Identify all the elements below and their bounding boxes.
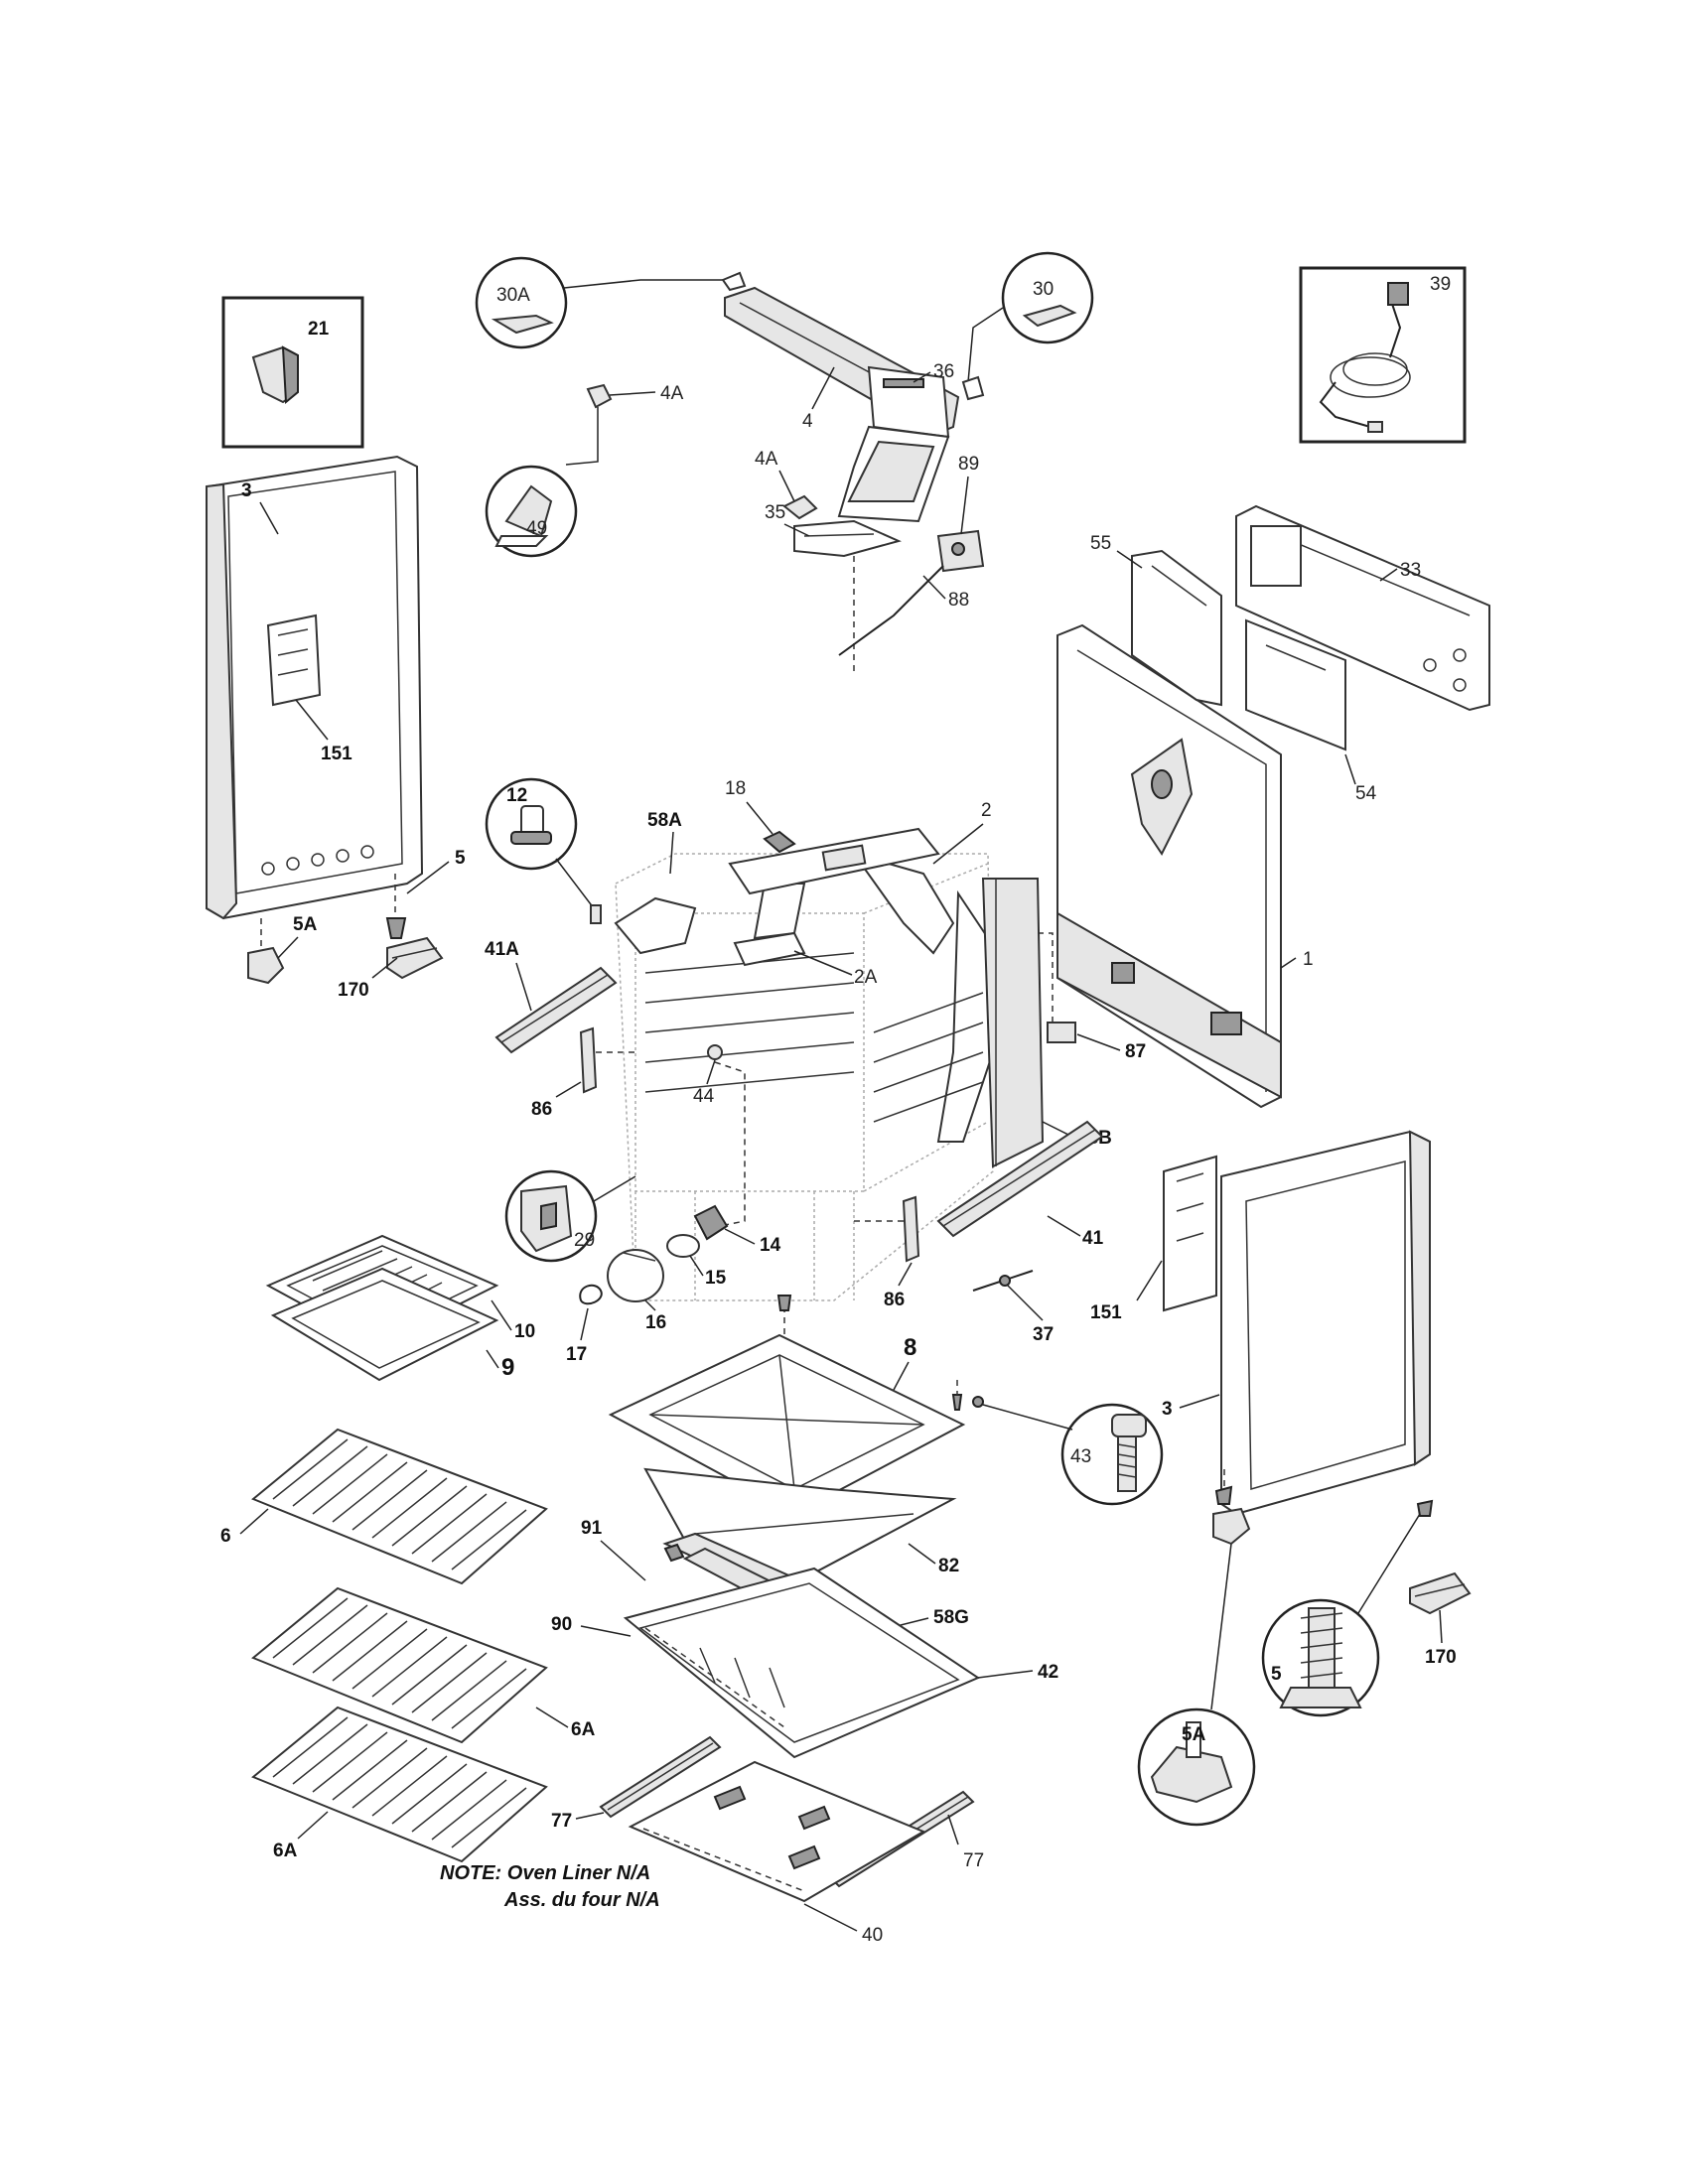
left-side-panel: 3 151 5 5A 170 bbox=[205, 455, 466, 1001]
label-17: 17 bbox=[566, 1344, 587, 1365]
label-151-right: 151 bbox=[1090, 1302, 1122, 1323]
label-86-a: 86 bbox=[531, 1099, 552, 1120]
label-5-right: 5 bbox=[1271, 1664, 1282, 1685]
label-35: 35 bbox=[765, 502, 785, 523]
label-44: 44 bbox=[693, 1086, 715, 1107]
label-90: 90 bbox=[551, 1614, 572, 1635]
label-3-right: 3 bbox=[1162, 1399, 1173, 1420]
label-37: 37 bbox=[1033, 1324, 1054, 1345]
label-4A-top: 4A bbox=[660, 383, 684, 404]
part-21-inset: 21 bbox=[221, 296, 364, 449]
label-91: 91 bbox=[581, 1518, 603, 1539]
label-4: 4 bbox=[802, 411, 813, 432]
oven-cavity: 58B 58A 2 18 2A 44 bbox=[614, 778, 1112, 1301]
label-54: 54 bbox=[1355, 783, 1377, 804]
label-55: 55 bbox=[1090, 533, 1111, 554]
label-2A: 2A bbox=[854, 967, 878, 988]
note-line-2: Ass. du four N/A bbox=[503, 1889, 660, 1911]
label-2: 2 bbox=[981, 800, 992, 821]
broiler-and-racks: 10 9 6 6A 6A bbox=[220, 1234, 596, 1863]
label-5-left: 5 bbox=[455, 848, 466, 869]
label-5A-right: 5A bbox=[1182, 1724, 1206, 1745]
label-58G: 58G bbox=[933, 1607, 969, 1628]
label-88: 88 bbox=[948, 590, 969, 611]
label-42: 42 bbox=[1038, 1662, 1058, 1683]
light-group: 29 14 15 16 17 bbox=[504, 1169, 781, 1365]
rear-panels: 1 33 54 55 87 bbox=[1038, 504, 1490, 1109]
label-6A-b: 6A bbox=[273, 1841, 298, 1861]
note-line-1: NOTE: Oven Liner N/A bbox=[440, 1862, 650, 1884]
label-77-b: 77 bbox=[963, 1850, 984, 1871]
label-8: 8 bbox=[904, 1334, 916, 1361]
label-33: 33 bbox=[1400, 560, 1421, 581]
label-170-left: 170 bbox=[338, 980, 369, 1001]
label-12: 12 bbox=[506, 785, 527, 806]
label-39: 39 bbox=[1430, 274, 1451, 295]
label-36: 36 bbox=[933, 361, 954, 382]
back-brace-group: 30A 4 30 4A 49 bbox=[475, 251, 1094, 558]
label-3-left: 3 bbox=[241, 480, 252, 501]
label-77-a: 77 bbox=[551, 1811, 572, 1832]
label-30A: 30A bbox=[496, 285, 530, 306]
label-49: 49 bbox=[526, 518, 547, 539]
left-rail-group: 12 41A 86 bbox=[485, 777, 635, 1120]
part-39-inset: 39 bbox=[1299, 266, 1467, 444]
label-6: 6 bbox=[220, 1526, 231, 1547]
bottom-assembly: 8 82 91 58G 90 42 77 77 40 bbox=[440, 1295, 1058, 1946]
label-58A: 58A bbox=[647, 810, 682, 831]
label-14: 14 bbox=[760, 1235, 781, 1256]
label-89: 89 bbox=[958, 454, 979, 475]
label-29: 29 bbox=[574, 1230, 595, 1251]
vent-group: 36 35 89 88 4A bbox=[755, 361, 985, 675]
label-151-left: 151 bbox=[321, 744, 352, 764]
label-30: 30 bbox=[1033, 279, 1054, 300]
label-86-b: 86 bbox=[884, 1290, 905, 1310]
label-43: 43 bbox=[1070, 1446, 1091, 1467]
label-41A: 41A bbox=[485, 939, 519, 960]
label-41: 41 bbox=[1082, 1228, 1104, 1249]
label-16: 16 bbox=[645, 1312, 666, 1333]
label-82: 82 bbox=[938, 1556, 959, 1576]
label-21: 21 bbox=[308, 319, 330, 340]
label-6A-a: 6A bbox=[571, 1719, 596, 1740]
label-40: 40 bbox=[862, 1925, 883, 1946]
leveler-group: 43 5 5A 170 bbox=[951, 1380, 1472, 1827]
right-rail-group: 41 86 37 151 3 bbox=[854, 1120, 1431, 1516]
label-1: 1 bbox=[1303, 949, 1314, 970]
label-15: 15 bbox=[705, 1268, 727, 1289]
label-9: 9 bbox=[501, 1354, 514, 1381]
label-5A-left: 5A bbox=[293, 914, 318, 935]
label-4A-mid: 4A bbox=[755, 449, 778, 470]
label-18: 18 bbox=[725, 778, 746, 799]
label-87: 87 bbox=[1125, 1041, 1146, 1062]
label-170-right: 170 bbox=[1425, 1647, 1457, 1668]
label-10: 10 bbox=[514, 1321, 535, 1342]
